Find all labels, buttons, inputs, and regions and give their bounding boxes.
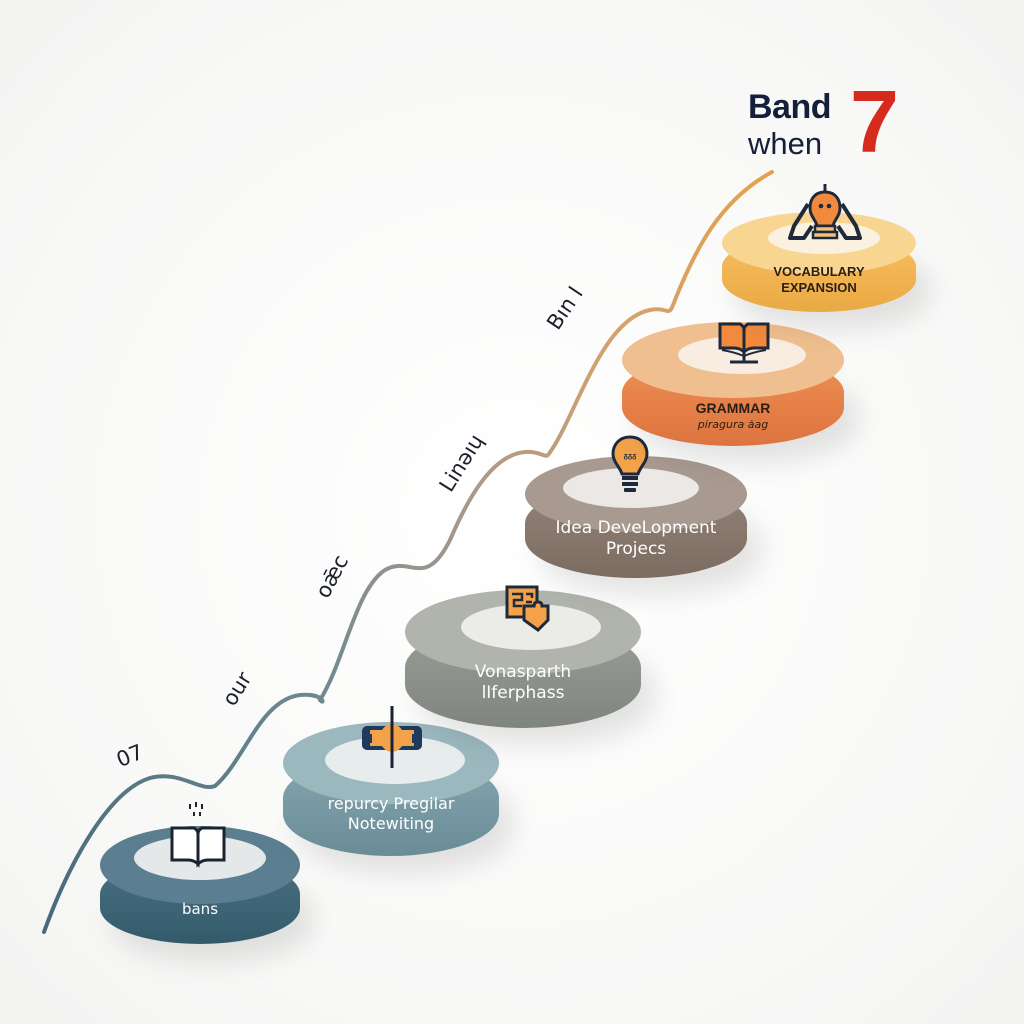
step-4-label-line2: Projecs: [605, 539, 667, 560]
title-block: Band when 7: [746, 78, 916, 166]
step-6-label-line1: VOCABULARY: [773, 264, 865, 279]
open-book-icon: [170, 802, 226, 868]
step-2-stone[interactable]: repurcy Pregilar Notewiting: [283, 722, 499, 856]
puzzle-document-icon: [505, 585, 550, 632]
title-when: when: [748, 126, 823, 161]
step-3-stone[interactable]: Vonasparth lIferphass: [405, 590, 641, 728]
step-3-label-line1: Vonasparth: [474, 662, 572, 682]
lightbulb-icon: ᵹᵹᵹ: [611, 435, 649, 492]
step-4-label-line1: Idea DeveLopment: [555, 518, 717, 538]
step-2-label-line2: Notewiting: [347, 814, 435, 833]
robot-bulb-icon: [788, 184, 862, 240]
step-6-stone[interactable]: VOCABULARY EXPANSION: [722, 212, 916, 312]
book-stand-icon: [718, 322, 770, 364]
connector-icon: [362, 706, 422, 768]
step-6-label-line2: EXPANSION: [781, 280, 857, 296]
title-band: Band: [748, 88, 832, 126]
step-3-label-line2: lIferphass: [481, 683, 565, 704]
step-4-stone[interactable]: Idea DeveLopment Projecs: [525, 456, 747, 578]
svg-text:ᵹᵹᵹ: ᵹᵹᵹ: [624, 452, 637, 460]
step-5-label-title: GRAMMAR: [695, 400, 771, 416]
step-5-label-subtitle: piragura ȧag: [697, 417, 769, 431]
title-band-number: 7: [850, 72, 899, 171]
step-2-label-line1: repurcy Pregilar: [327, 794, 455, 813]
step-1-label: bans: [181, 900, 219, 918]
